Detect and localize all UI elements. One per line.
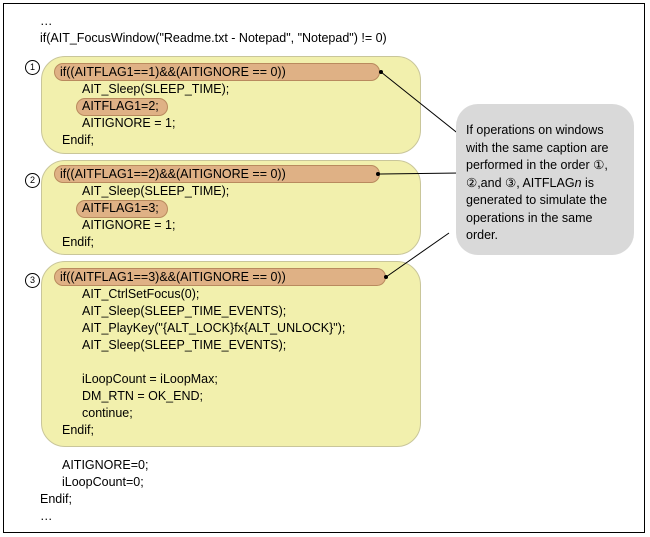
code-ellipsis-top: … <box>40 14 53 28</box>
block-2-flag-highlight <box>76 200 168 218</box>
connector-line-3 <box>385 232 450 278</box>
block-1-condition: if((AITFLAG1==1)&&(AITIGNORE == 0)) <box>60 65 286 79</box>
callout-line: operations in the same <box>466 210 593 225</box>
block-1-flag-highlight <box>76 98 168 116</box>
block-2-condition: if((AITFLAG1==2)&&(AITIGNORE == 0)) <box>60 167 286 181</box>
block-2-flag: AITFLAG1=3; <box>82 201 159 215</box>
connector-line-2 <box>377 172 461 175</box>
callout-line: If operations on windows <box>466 123 604 137</box>
connector-dot-3 <box>384 275 388 279</box>
block-3-line: continue; <box>82 406 133 420</box>
callout-line: performed in the order ①, <box>466 158 608 172</box>
callout-box <box>456 104 634 255</box>
code-focus-window-line: if(AIT_FocusWindow("Readme.txt - Notepad… <box>40 31 387 45</box>
block-3-line: AIT_CtrlSetFocus(0); <box>82 287 200 301</box>
block-2-ignore: AITIGNORE = 1; <box>82 218 176 232</box>
block-2-endif: Endif; <box>62 235 94 249</box>
block-3-line: AIT_PlayKey("{ALT_LOCK}fx{ALT_UNLOCK}"); <box>82 321 346 335</box>
callout-line: order. <box>466 228 498 242</box>
callout-line-4-head: ②,and ③, AITFLAG <box>466 175 575 190</box>
callout-text: If operations on windows with the same c… <box>466 122 628 245</box>
block-3-endif: Endif; <box>62 423 94 437</box>
block-3-line: AIT_Sleep(SLEEP_TIME_EVENTS); <box>82 338 287 352</box>
block-3-line: iLoopCount = iLoopMax; <box>82 372 218 386</box>
callout-line-4-tail: is <box>581 175 595 190</box>
block-1-endif: Endif; <box>62 133 94 147</box>
callout-line-4: ②,and ③, AITFLAGn is <box>466 175 628 193</box>
step-number-1-icon: 1 <box>25 60 40 75</box>
callout-italic-n: n <box>574 175 582 190</box>
code-reset-ignore: AITIGNORE=0; <box>62 458 149 472</box>
block-2-sleep: AIT_Sleep(SLEEP_TIME); <box>82 184 230 198</box>
block-1-sleep: AIT_Sleep(SLEEP_TIME); <box>82 82 230 96</box>
step-number-3-icon: 3 <box>25 273 40 288</box>
block-1-flag: AITFLAG1=2; <box>82 99 159 113</box>
code-reset-loopcount: iLoopCount=0; <box>62 475 144 489</box>
code-outer-endif: Endif; <box>40 492 72 506</box>
block-3-condition: if((AITFLAG1==3)&&(AITIGNORE == 0)) <box>60 270 286 284</box>
callout-line: with the same caption are <box>466 140 609 155</box>
callout-line: generated to simulate the <box>466 193 608 207</box>
block-1-ignore: AITIGNORE = 1; <box>82 116 176 130</box>
block-3-line: DM_RTN = OK_END; <box>82 389 203 403</box>
block-3-line: AIT_Sleep(SLEEP_TIME_EVENTS); <box>82 304 287 318</box>
connector-dot-2 <box>376 172 380 176</box>
connector-dot-1 <box>379 70 383 74</box>
code-ellipsis-bottom: … <box>40 509 53 523</box>
code-block-3 <box>41 261 421 447</box>
step-number-2-icon: 2 <box>25 173 40 188</box>
